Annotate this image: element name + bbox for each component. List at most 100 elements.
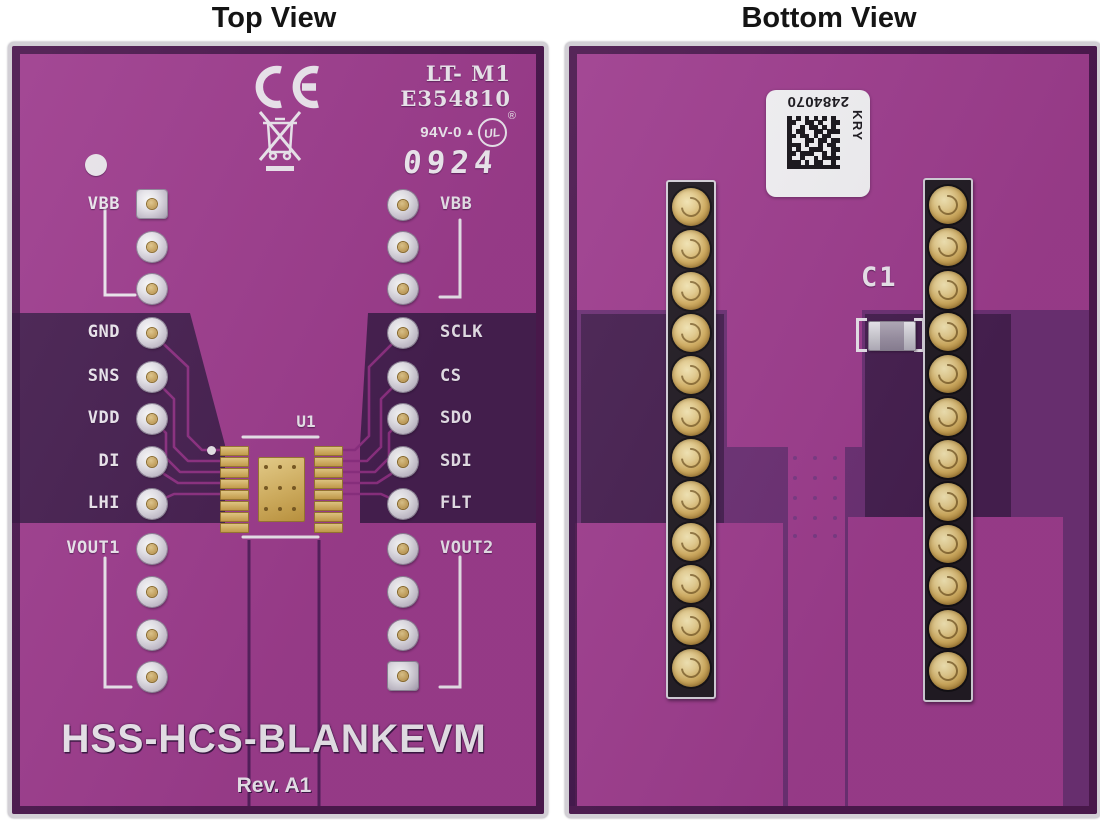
matrix-cell [800, 133, 805, 139]
ul-logo-icon: UL [477, 118, 507, 147]
header-pin-1 [929, 186, 967, 224]
matrix-cell [787, 124, 792, 130]
matrix-cell [787, 116, 792, 121]
pad-left-row7 [137, 447, 167, 477]
matrix-cell [822, 138, 828, 143]
matrix-cell [826, 164, 832, 170]
cap-ref-label: C1 [861, 262, 898, 293]
pad-left-row5 [137, 362, 167, 392]
pin-label-sns: SNS [87, 366, 120, 386]
pad-center [398, 200, 408, 210]
data-matrix-barcode-icon [787, 116, 841, 170]
pin-swirl [676, 276, 706, 305]
header-pin-11 [672, 607, 710, 646]
matrix-cell [787, 129, 792, 134]
chip-pad-left-5 [220, 490, 249, 500]
matrix-cell [809, 146, 814, 152]
header-pin-6 [929, 397, 967, 436]
pad-left-row3 [137, 274, 167, 304]
pin-swirl [933, 360, 963, 389]
matrix-cell [795, 146, 801, 152]
pad-right-row10 [388, 577, 418, 607]
pad-center [147, 328, 157, 338]
pad-center [147, 199, 157, 209]
pin-label-vout1: VOUT1 [66, 538, 120, 558]
pad-left-row8 [137, 489, 167, 519]
thermal-via [278, 486, 282, 490]
capacitor-c1 [868, 321, 916, 351]
matrix-cell [804, 160, 810, 165]
thermal-via [264, 486, 268, 490]
matrix-cell [817, 164, 823, 170]
pcb-bottom-view: 2484070 KRY C1 [565, 42, 1100, 818]
cap-silkscreen-bracket-left [856, 318, 867, 352]
matrix-cell [817, 120, 823, 126]
matrix-cell [831, 160, 836, 165]
chip-pad-right-4 [314, 479, 343, 489]
pin-swirl [933, 402, 963, 431]
soldermask-dark-left [12, 313, 225, 523]
matrix-cell [813, 129, 819, 134]
top-view-title: Top View [211, 2, 337, 34]
pad-right-row7 [388, 447, 418, 477]
header-pin-7 [672, 439, 710, 478]
cap-terminal [869, 322, 880, 350]
chip-pad-left-1 [220, 446, 249, 456]
triangle-icon: ▲ [464, 126, 475, 138]
header-pin-8 [929, 482, 967, 521]
matrix-cell [804, 138, 810, 143]
matrix-cell [809, 124, 814, 130]
matrix-cell [831, 120, 836, 126]
matrix-cell [809, 151, 814, 157]
matrix-cell [787, 151, 792, 157]
thermal-via [292, 486, 296, 490]
pin-label-sdi: SDI [440, 451, 473, 471]
matrix-cell [787, 142, 792, 148]
pin-swirl [933, 572, 963, 601]
via-dot [813, 516, 817, 520]
pin-swirl [676, 570, 706, 599]
header-pin-11 [929, 609, 967, 648]
pad-right-row4 [388, 318, 418, 348]
pin-swirl [933, 190, 963, 220]
chip-pad-right-1 [314, 446, 343, 456]
matrix-cell [804, 142, 810, 148]
pin-swirl [933, 317, 963, 347]
matrix-cell [795, 129, 801, 134]
pin-label-gnd: GND [87, 322, 120, 342]
chip-pad-right-8 [314, 523, 343, 533]
matrix-cell [826, 129, 832, 134]
header-pin-7 [929, 440, 967, 479]
pad-center [147, 587, 157, 597]
matrix-cell [787, 146, 792, 152]
header-pin-5 [672, 355, 710, 394]
matrix-cell [795, 116, 801, 121]
pin-swirl [676, 486, 706, 515]
matrix-cell [822, 164, 828, 170]
pin-label-sdo: SDO [440, 408, 473, 428]
matrix-cell [791, 160, 797, 165]
pad-left-row9 [137, 534, 167, 564]
matrix-cell [809, 164, 814, 170]
pin-swirl [933, 275, 963, 304]
fiducial-dot [85, 154, 107, 176]
header-socket-left [666, 180, 716, 699]
chip-pad-left-8 [220, 523, 249, 533]
matrix-cell [800, 164, 805, 170]
pad-right-row12 [388, 662, 418, 690]
registered-symbol: ® [507, 110, 516, 122]
ul-marking: 94V-0 ▲ UL ® [420, 110, 516, 147]
matrix-cell [791, 133, 797, 139]
matrix-cell [804, 120, 810, 126]
matrix-cell [831, 116, 836, 121]
header-pin-8 [672, 481, 710, 520]
via-dot [833, 534, 837, 538]
thermal-via [278, 465, 282, 469]
pad-center [147, 499, 157, 509]
matrix-cell [800, 129, 805, 134]
matrix-cell [831, 142, 836, 148]
matrix-cell [831, 129, 836, 134]
pad-center [147, 672, 157, 682]
matrix-cell [800, 151, 805, 157]
matrix-cell [831, 151, 836, 157]
